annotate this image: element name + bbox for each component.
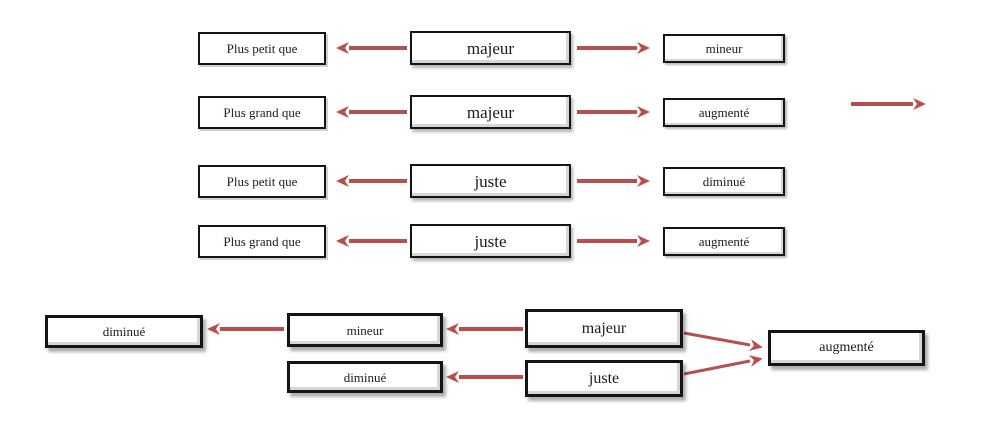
box-diminue-far-left: diminué — [45, 315, 203, 348]
box-augmente: augmenté — [768, 330, 925, 366]
box-diminue: diminué — [663, 167, 785, 196]
box-diminue-mid: diminué — [287, 361, 443, 393]
box-mineur: mineur — [287, 313, 443, 347]
box-majeur: majeur — [410, 31, 571, 65]
box-majeur: majeur — [525, 309, 683, 348]
box-augmente: augmenté — [663, 98, 785, 127]
box-majeur: majeur — [410, 95, 571, 129]
box-plus-petit-que: Plus petit que — [198, 32, 326, 65]
box-mineur: mineur — [663, 34, 785, 63]
box-juste: juste — [525, 360, 683, 397]
arrow-juste-to-augmente-icon — [683, 355, 763, 376]
box-plus-grand-que: Plus grand que — [198, 96, 326, 129]
box-plus-grand-que: Plus grand que — [198, 225, 326, 258]
box-augmente: augmenté — [663, 227, 785, 256]
box-juste: juste — [410, 164, 571, 198]
box-juste: juste — [410, 224, 571, 258]
box-plus-petit-que: Plus petit que — [198, 165, 326, 198]
arrow-majeur-to-augmente-icon — [683, 331, 763, 351]
